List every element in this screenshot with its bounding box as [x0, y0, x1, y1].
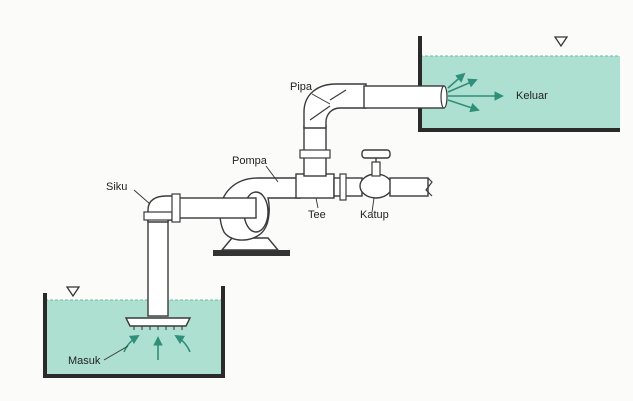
- pump-label: Pompa: [232, 156, 267, 167]
- elbow-label: Siku: [106, 182, 127, 193]
- valve-handwheel: [362, 150, 390, 158]
- valve-label: Katup: [360, 210, 389, 221]
- outlet-pipe: [364, 86, 444, 108]
- tee-label: Tee: [308, 210, 326, 221]
- outlet-label: Keluar: [516, 91, 548, 102]
- suction-horizontal-pipe: [176, 198, 256, 218]
- pipe-label: Pipa: [290, 82, 312, 93]
- intake-label: Masuk: [68, 356, 100, 367]
- tee-fitting: [296, 174, 334, 198]
- branch-pipe: [334, 178, 362, 196]
- pump-base: [213, 250, 290, 256]
